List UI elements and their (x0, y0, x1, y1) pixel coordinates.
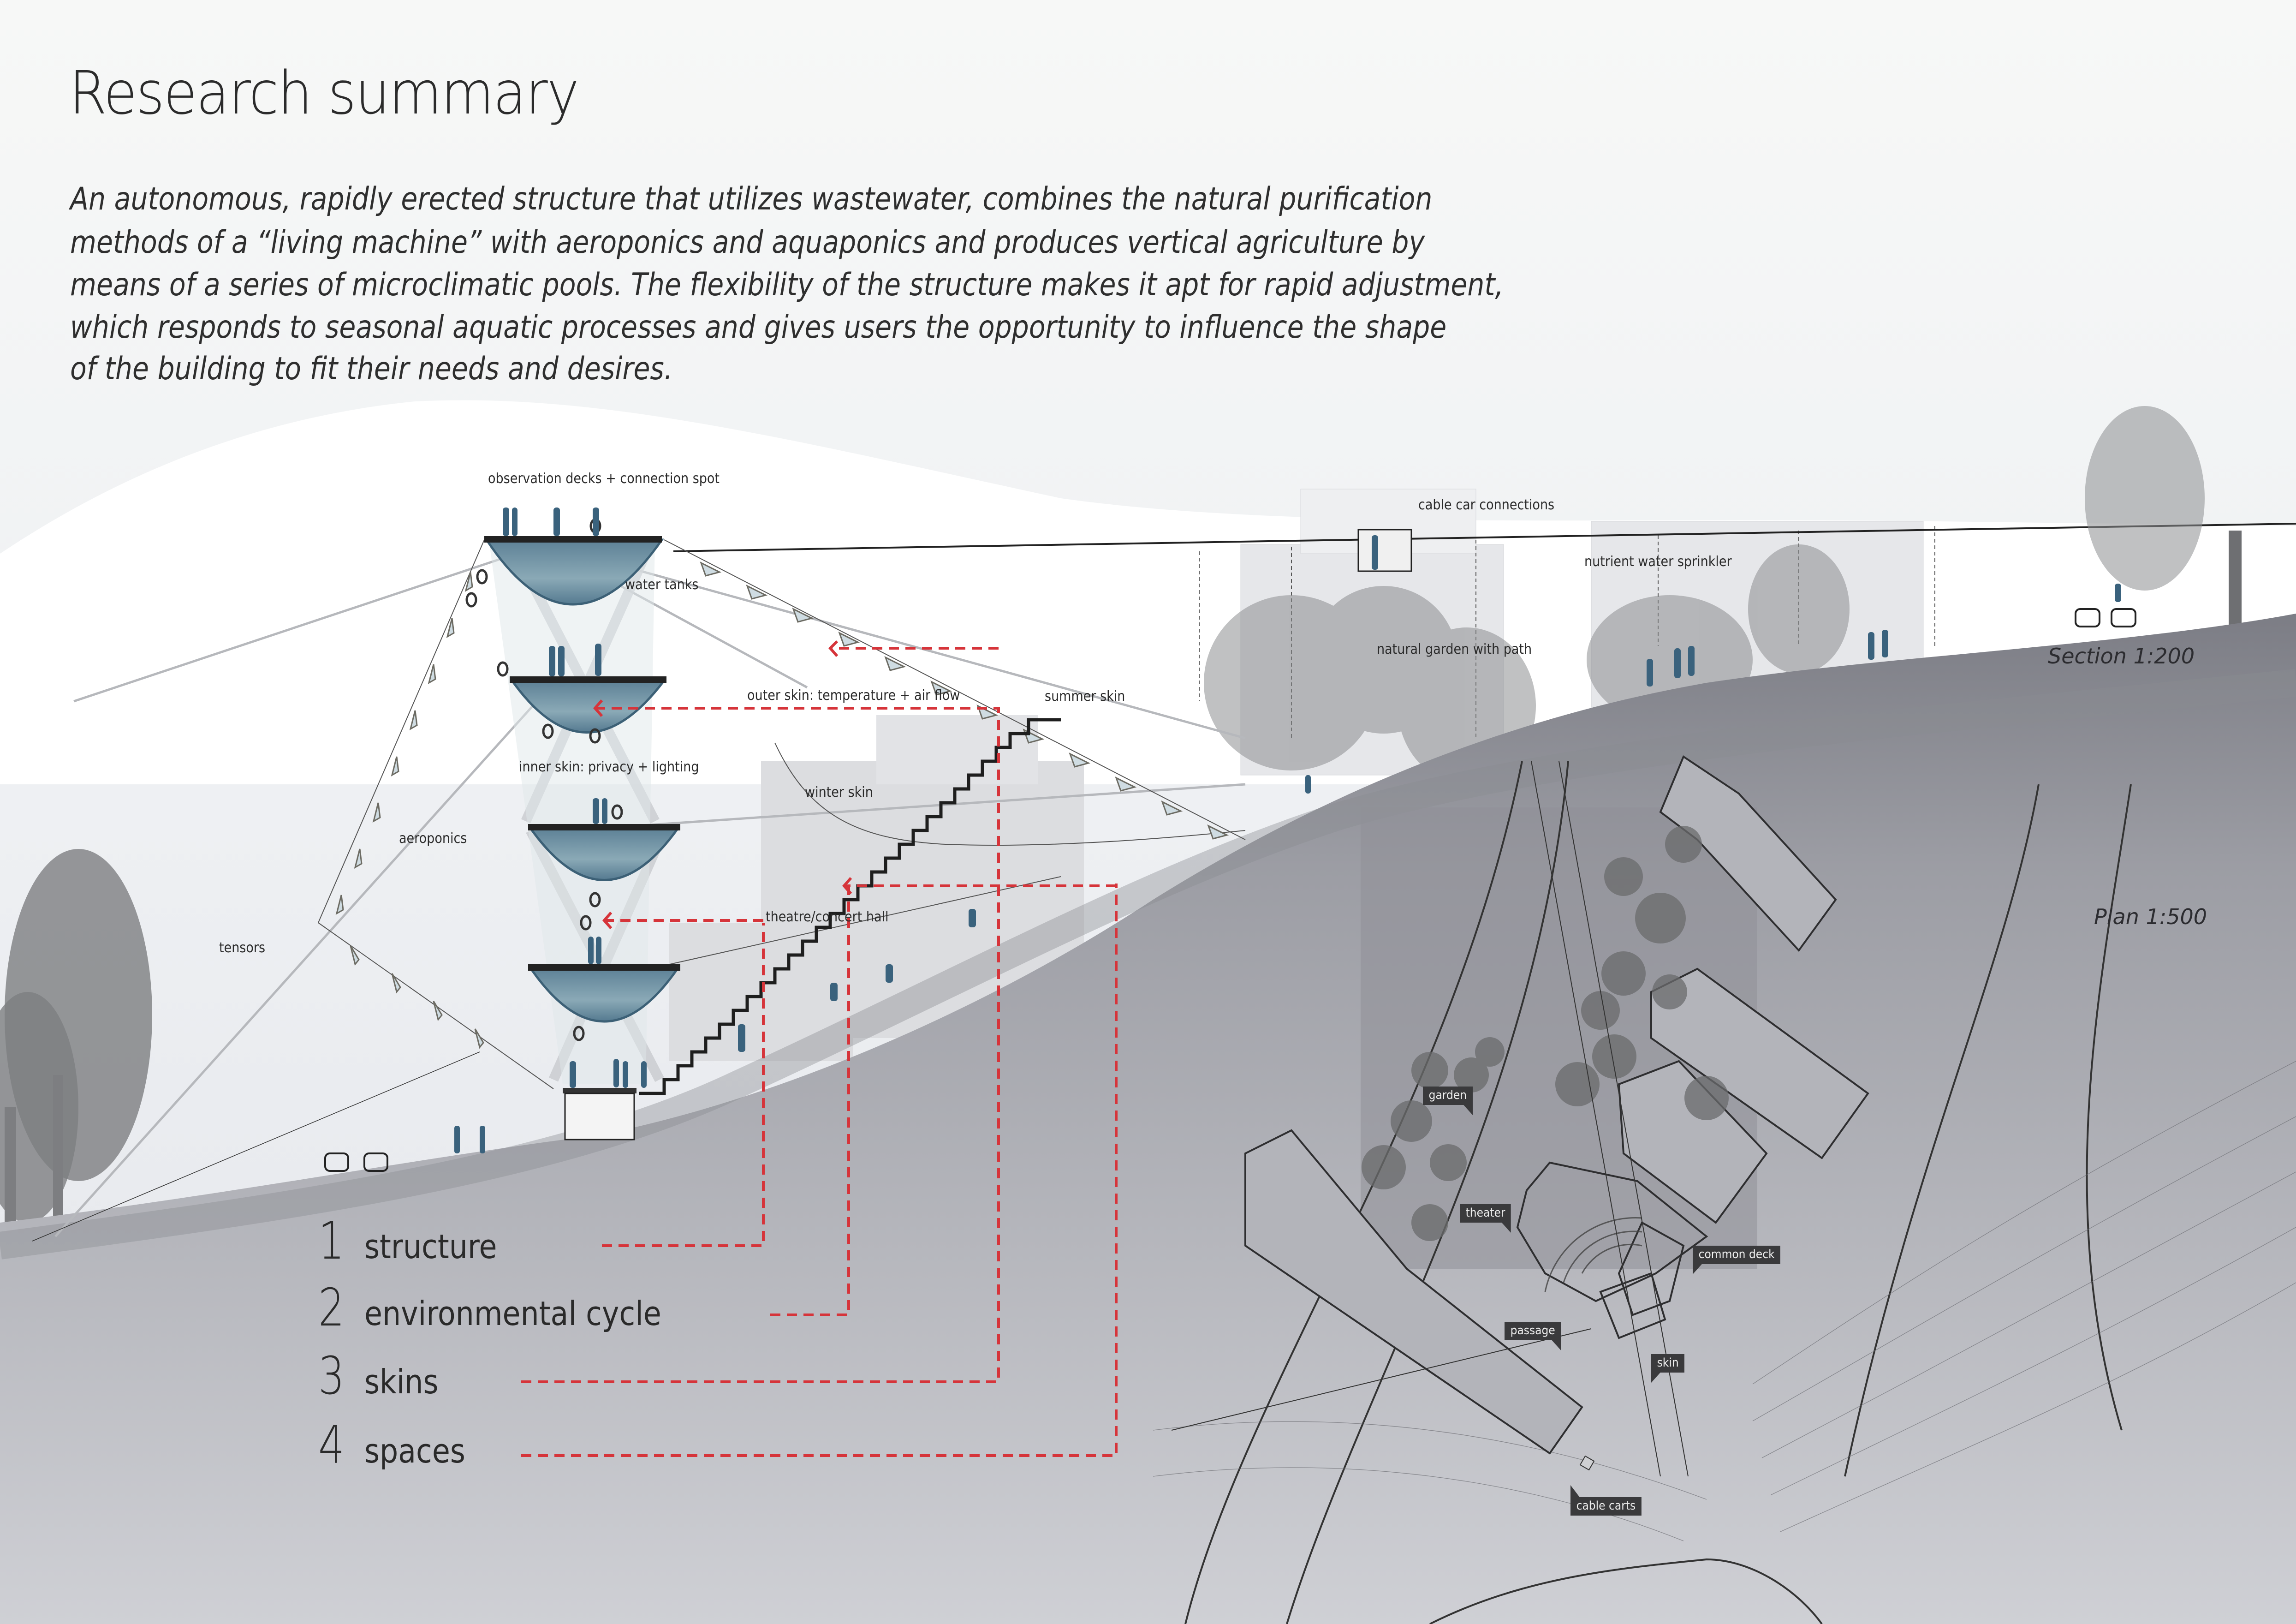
summary-line-4: which responds to seasonal aquatic proce… (70, 309, 1447, 346)
label-nutrient-sprinkler: nutrient water sprinkler (1584, 554, 1732, 570)
plan-trees (1362, 826, 1729, 1241)
label-summer-skin: summer skin (1045, 688, 1125, 705)
leader-structure (602, 923, 765, 1247)
plan-tag-theater: theater (1460, 1204, 1511, 1233)
legend-number-3: 3 (318, 1346, 345, 1406)
plan-tag-cable-carts: cable carts (1570, 1485, 1642, 1516)
water-tank-3 (528, 824, 680, 881)
theatre-stairs (639, 718, 1061, 1095)
label-aeroponics: aeroponics (399, 830, 467, 847)
plan-tag-skin: skin (1651, 1354, 1685, 1383)
cable-car-line (673, 523, 2296, 552)
legend-number-4: 4 (318, 1415, 345, 1475)
cars (324, 608, 2136, 1172)
label-outer-skin: outer skin: temperature + air flow (747, 687, 960, 704)
page-title: Research summary (69, 59, 579, 128)
label-tensors: tensors (219, 940, 266, 956)
legend-label-structure: structure (364, 1227, 497, 1266)
legend-label-environmental-cycle: environmental cycle (364, 1294, 661, 1333)
skin-panels (335, 561, 1229, 1049)
leader-environmental-cycle (770, 886, 850, 1316)
legend-leader-lines (521, 647, 1118, 1457)
summary-line-5: of the building to fit their needs and d… (70, 351, 673, 387)
label-inner-skin: inner skin: privacy + lighting (519, 759, 699, 775)
legend-label-skins: skins (364, 1362, 439, 1401)
site-plan (1153, 755, 2296, 1624)
water-tank-4 (528, 964, 680, 1023)
water-tank-1 (484, 536, 664, 606)
people-figures (454, 508, 2121, 1153)
left-trees (0, 849, 152, 1273)
label-cable-car: cable car connections (1418, 497, 1555, 513)
leader-arrowheads (593, 640, 852, 929)
label-water-tanks: water tanks (625, 577, 699, 593)
leader-skins (521, 707, 1000, 1383)
plan-tag-common-deck: common deck (1693, 1246, 1781, 1274)
summary-line-3: means of a series of microclimatic pools… (70, 267, 1504, 303)
plan-scale-label: Plan 1:500 (2094, 904, 2207, 929)
tower-structure (465, 518, 680, 1140)
legend-number-1: 1 (318, 1211, 345, 1271)
ground-band (0, 669, 2296, 1260)
label-theatre: theatre/concert hall (766, 909, 889, 925)
section-scale-label: Section 1:200 (2048, 644, 2195, 669)
summary-line-2: methods of a “living machine” with aerop… (70, 224, 1425, 261)
label-winter-skin: winter skin (805, 784, 873, 800)
label-natural-garden: natural garden with path (1377, 641, 1532, 657)
plan-tag-passage: passage (1505, 1322, 1561, 1350)
tower-base-platform (563, 1088, 636, 1093)
cable-car-cabin (1357, 529, 1412, 572)
legend-number-2: 2 (318, 1278, 345, 1338)
plan-tag-garden: garden (1423, 1087, 1473, 1115)
outer-skin-membrane (32, 539, 1246, 1242)
legend-label-spaces: spaces (364, 1432, 465, 1470)
water-tank-2 (510, 676, 667, 734)
tower-foundation (564, 1093, 635, 1140)
summary-line-1: An autonomous, rapidly erected structure… (70, 181, 1433, 217)
label-observation-decks: observation decks + connection spot (488, 471, 720, 487)
